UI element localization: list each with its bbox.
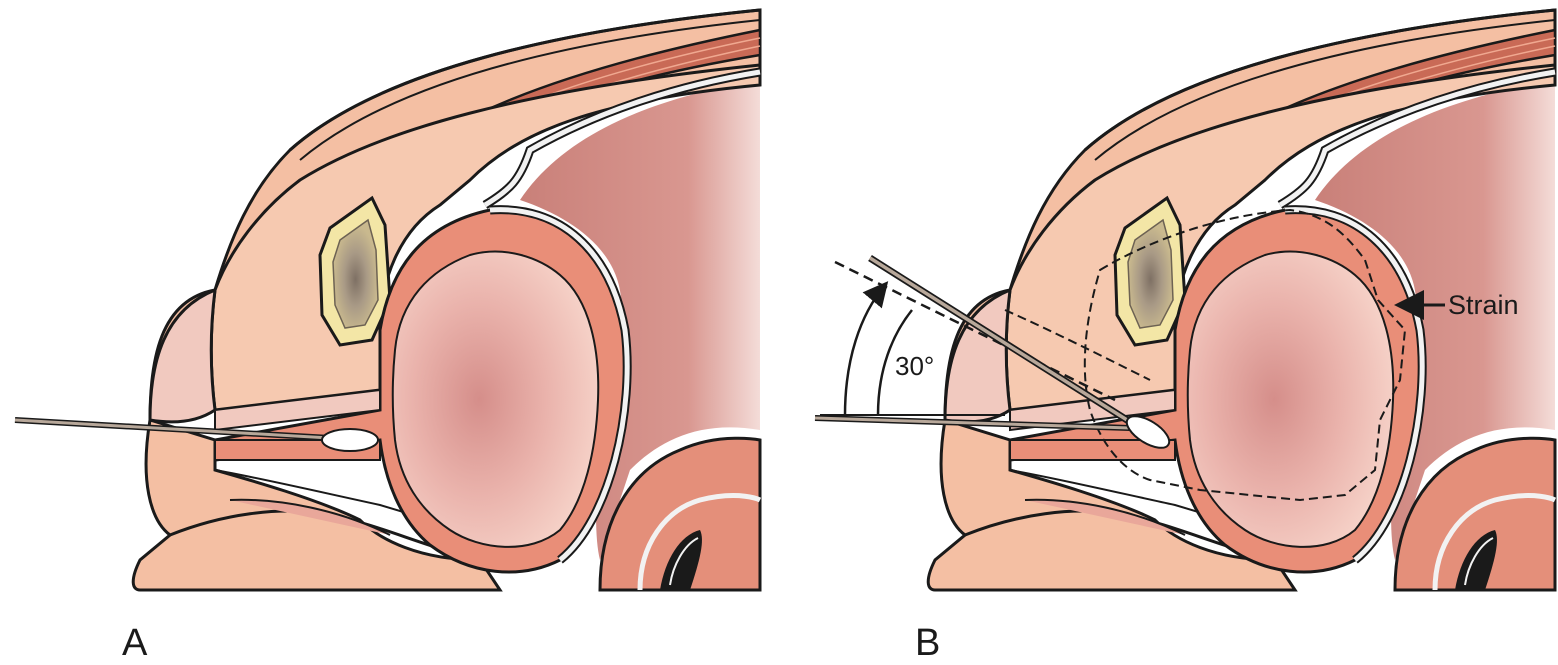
strain-label: Strain [1448, 290, 1519, 320]
panel-label-b: B [915, 622, 940, 665]
angle-label: 30° [895, 351, 934, 381]
panel-label-a: A [122, 622, 147, 665]
panel-b: 30° Strain [815, 10, 1555, 590]
panel-a [15, 10, 760, 590]
